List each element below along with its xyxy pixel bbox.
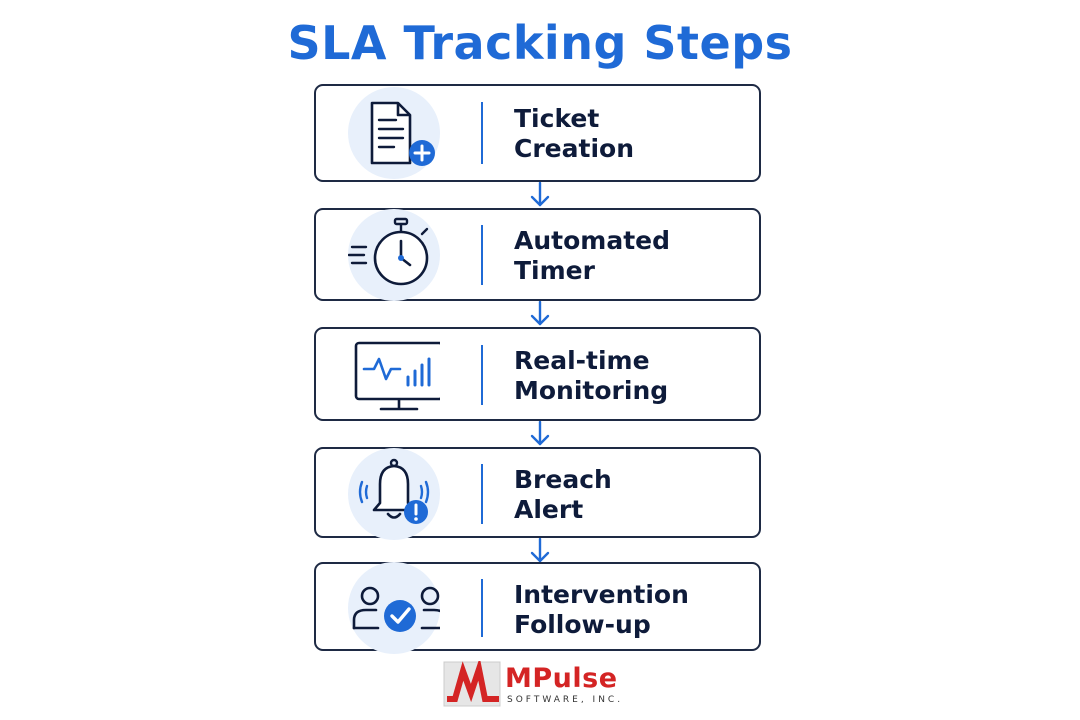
users-check-icon — [352, 586, 440, 632]
arrow-down-icon — [530, 538, 550, 563]
icon-circle — [348, 87, 440, 179]
bell-alert-icon — [358, 458, 430, 524]
step-label: Breach Alert — [514, 465, 612, 525]
arrow-down-icon — [530, 301, 550, 326]
step-real-time-monitoring: Real-time Monitoring — [314, 327, 761, 421]
mpulse-mark-icon — [443, 661, 501, 707]
icon-circle — [348, 562, 440, 654]
step-divider — [481, 345, 483, 405]
step-label: Real-time Monitoring — [514, 346, 668, 406]
step-label-line1: Real-time — [514, 346, 650, 375]
step-label-line1: Ticket — [514, 104, 600, 133]
stopwatch-icon — [348, 217, 429, 286]
step-divider — [481, 579, 483, 637]
step-label-line1: Intervention — [514, 580, 689, 609]
arrow-down-icon — [530, 182, 550, 207]
step-intervention-follow-up: Intervention Follow-up — [314, 562, 761, 654]
step-label-line2: Follow-up — [514, 610, 651, 639]
logo-name: MPulse — [505, 663, 618, 694]
step-label-line1: Automated — [514, 226, 670, 255]
step-label: Intervention Follow-up — [514, 580, 689, 640]
step-label-line2: Alert — [514, 495, 584, 524]
step-automated-timer: Automated Timer — [314, 208, 761, 301]
step-label-line2: Timer — [514, 256, 595, 285]
monitor-chart-icon — [354, 341, 440, 411]
step-divider — [481, 464, 483, 524]
step-divider — [481, 225, 483, 285]
step-label-line2: Monitoring — [514, 376, 669, 405]
step-label-line2: Creation — [514, 134, 634, 163]
icon-circle — [348, 448, 440, 540]
company-logo: MPulse SOFTWARE, INC. — [443, 661, 643, 709]
icon-circle — [348, 209, 440, 301]
step-label-line1: Breach — [514, 465, 612, 494]
step-breach-alert: Breach Alert — [314, 447, 761, 540]
step-label: Automated Timer — [514, 226, 670, 286]
step-label: Ticket Creation — [514, 104, 634, 164]
page-title: SLA Tracking Steps — [287, 16, 793, 70]
document-plus-icon — [370, 101, 435, 166]
step-ticket-creation: Ticket Creation — [314, 84, 761, 182]
logo-subtitle: SOFTWARE, INC. — [507, 695, 624, 705]
arrow-down-icon — [530, 421, 550, 446]
step-divider — [481, 102, 483, 164]
